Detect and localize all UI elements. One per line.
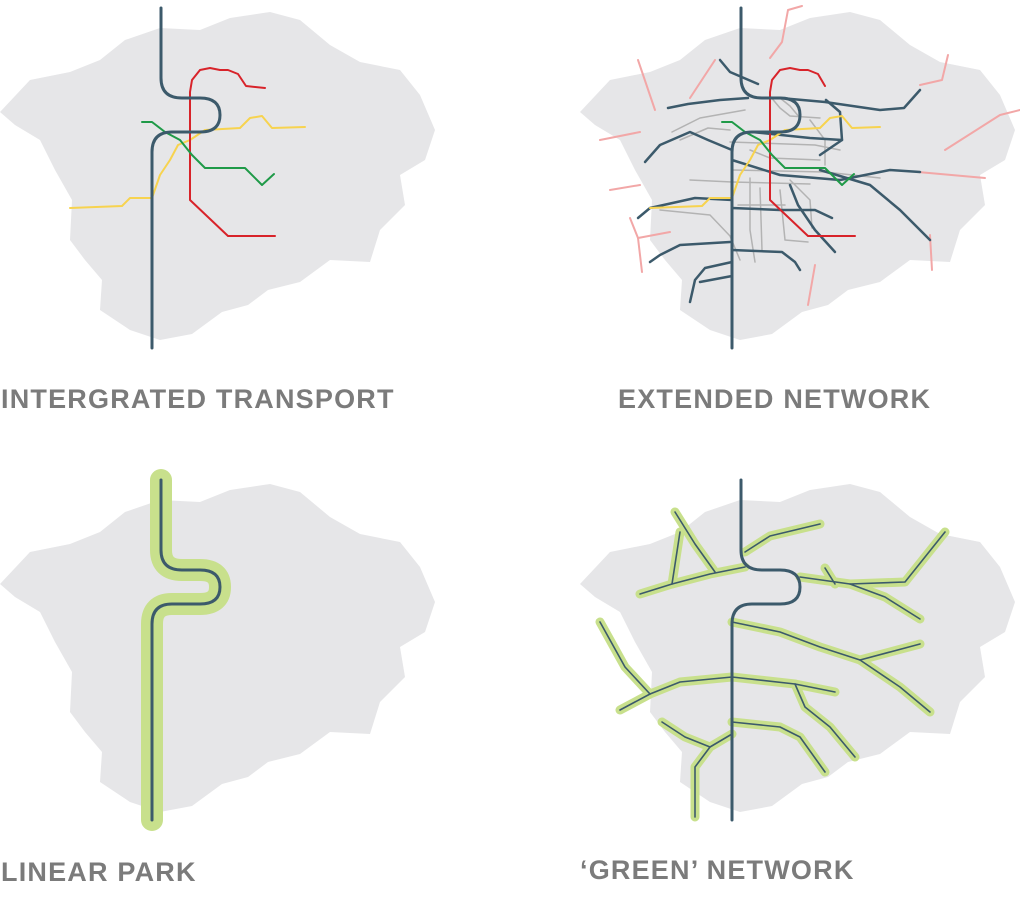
rail-network-lines — [636, 58, 932, 304]
city-land-shape — [0, 12, 435, 340]
metro-line-green — [141, 121, 275, 186]
extension-lines-pink — [599, 5, 1020, 306]
metro-line-green — [721, 121, 855, 186]
city-land-shape — [0, 484, 435, 812]
panel-green-network — [580, 478, 1015, 822]
metro-line-red — [189, 67, 276, 237]
label-green-network: ‘GREEN’ NETWORK — [580, 855, 855, 885]
metro-line-red — [769, 67, 856, 237]
metro-line-yellow — [69, 115, 306, 209]
label-integrated-transport: INTERGRATED TRANSPORT — [1, 384, 395, 414]
label-linear-park: LINEAR PARK — [1, 857, 197, 887]
panel-extended-network — [580, 5, 1020, 350]
metro-line-yellow — [649, 115, 881, 209]
label-extended-network: EXTENDED NETWORK — [618, 384, 931, 414]
panel-linear-park — [0, 480, 435, 820]
green-network-lines — [599, 511, 946, 818]
panel-integrated-transport — [0, 6, 435, 350]
